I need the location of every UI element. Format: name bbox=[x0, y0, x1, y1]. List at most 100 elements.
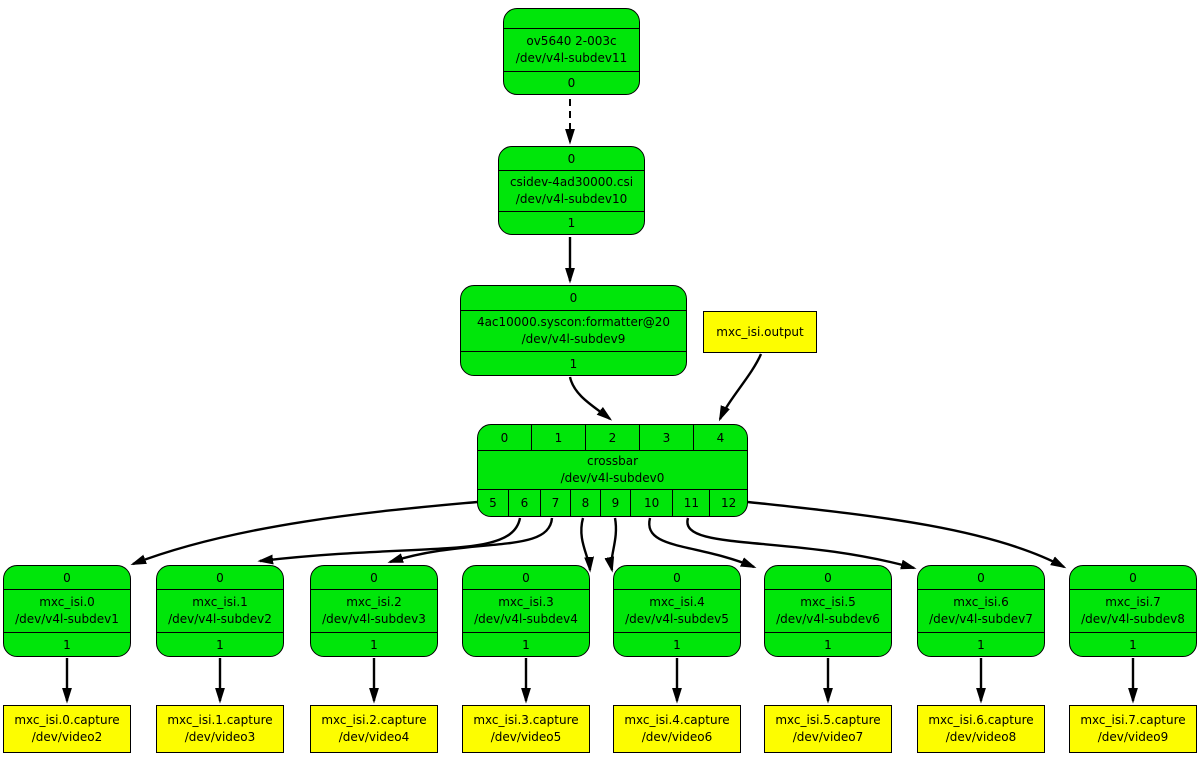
pad-cell-1: 1 bbox=[216, 637, 224, 652]
entity-node-mxc-isi-0: 0 mxc_isi.0 /dev/v4l-subdev1 1 bbox=[3, 565, 131, 657]
entity-node-mxc-isi-4: 0 mxc_isi.4 /dev/v4l-subdev5 1 bbox=[613, 565, 741, 657]
link-crossbar-7-to-isi2 bbox=[390, 517, 554, 564]
device-name: mxc_isi.1.capture bbox=[167, 713, 273, 728]
pad-cell-4: 4 bbox=[716, 430, 725, 445]
entity-label: csidev-4ad30000.csi /dev/v4l-subdev10 bbox=[499, 171, 644, 211]
device-node-capture-0: mxc_isi.0.capture /dev/video2 bbox=[3, 705, 131, 753]
device-path: /dev/video6 bbox=[641, 730, 713, 744]
entity-label: ov5640 2-003c /dev/v4l-subdev11 bbox=[504, 29, 639, 71]
pad-row-sink: 0 bbox=[157, 566, 283, 590]
pad-cell-1: 1 bbox=[567, 216, 576, 230]
device-name: mxc_isi.0.capture bbox=[14, 713, 120, 728]
entity-label: mxc_isi.4 /dev/v4l-subdev5 bbox=[614, 590, 740, 632]
pad-row-source: 1 bbox=[463, 632, 589, 656]
pad-row-sink: 0 bbox=[614, 566, 740, 590]
pad-row-sources: 5 6 7 8 9 10 11 12 bbox=[478, 489, 747, 516]
entity-label: mxc_isi.0 /dev/v4l-subdev1 bbox=[4, 590, 130, 632]
link-crossbar-5-to-isi0 bbox=[133, 500, 478, 566]
pad-cell-10: 10 bbox=[631, 490, 674, 516]
pad-cell-0: 0 bbox=[977, 570, 985, 585]
device-name: mxc_isi.5.capture bbox=[775, 713, 881, 728]
pad-cell-2: 2 bbox=[586, 425, 640, 450]
device-path: /dev/video5 bbox=[490, 730, 562, 744]
device-path: /dev/video2 bbox=[31, 730, 103, 744]
pad-row-sink: 0 bbox=[1070, 566, 1196, 590]
pad-cell-1: 1 bbox=[569, 356, 578, 371]
pad-row-source: 1 bbox=[1070, 632, 1196, 656]
entity-label: mxc_isi.6 /dev/v4l-subdev7 bbox=[918, 590, 1044, 632]
entity-device: /dev/v4l-subdev11 bbox=[515, 51, 628, 65]
entity-node-mxc-isi-6: 0 mxc_isi.6 /dev/v4l-subdev7 1 bbox=[917, 565, 1045, 657]
link-crossbar-9-to-isi4 bbox=[611, 517, 618, 570]
device-name: mxc_isi.2.capture bbox=[321, 713, 427, 728]
link-crossbar-6-to-isi1 bbox=[260, 517, 522, 561]
entity-device: /dev/v4l-subdev2 bbox=[168, 612, 272, 626]
entity-name: ov5640 2-003c bbox=[526, 34, 617, 49]
entity-node-ov5640: ov5640 2-003c /dev/v4l-subdev11 0 bbox=[503, 8, 640, 95]
entity-name: crossbar bbox=[586, 454, 639, 469]
pad-row-source: 1 bbox=[461, 351, 686, 375]
entity-name: mxc_isi.6 bbox=[953, 595, 1009, 610]
device-node-capture-1: mxc_isi.1.capture /dev/video3 bbox=[156, 705, 284, 753]
pad-cell-0: 0 bbox=[370, 570, 378, 585]
link-formatter-to-crossbar-pad2 bbox=[568, 376, 610, 419]
entity-device: /dev/v4l-subdev3 bbox=[322, 612, 426, 626]
device-node-capture-7: mxc_isi.7.capture /dev/video9 bbox=[1069, 705, 1197, 753]
pad-cell-1: 1 bbox=[977, 637, 985, 652]
pad-cell-0: 0 bbox=[1129, 570, 1137, 585]
entity-device: /dev/v4l-subdev0 bbox=[560, 471, 665, 485]
device-path: /dev/video8 bbox=[945, 730, 1017, 744]
entity-label: mxc_isi.5 /dev/v4l-subdev6 bbox=[765, 590, 891, 632]
device-path: /dev/video4 bbox=[338, 730, 410, 744]
pad-cell-1: 1 bbox=[370, 637, 378, 652]
entity-device: /dev/v4l-subdev1 bbox=[15, 612, 119, 626]
pad-row-sinks: 0 1 2 3 4 bbox=[478, 425, 747, 451]
device-name: mxc_isi.7.capture bbox=[1080, 713, 1186, 728]
link-crossbar-10-to-isi5 bbox=[648, 517, 754, 569]
device-path: /dev/video7 bbox=[792, 730, 864, 744]
pad-row-source: 1 bbox=[918, 632, 1044, 656]
device-node-capture-2: mxc_isi.2.capture /dev/video4 bbox=[310, 705, 438, 753]
pad-cell-3: 3 bbox=[640, 425, 694, 450]
entity-device: /dev/v4l-subdev9 bbox=[521, 332, 626, 346]
pad-cell-9: 9 bbox=[601, 490, 631, 516]
pad-cell-1: 1 bbox=[522, 637, 530, 652]
entity-name: mxc_isi.3 bbox=[498, 595, 554, 610]
entity-device: /dev/v4l-subdev5 bbox=[625, 612, 729, 626]
pad-cell-1: 1 bbox=[673, 637, 681, 652]
pad-row-source: 1 bbox=[499, 211, 644, 234]
entity-label: crossbar /dev/v4l-subdev0 bbox=[478, 451, 747, 489]
pad-cell-0: 0 bbox=[216, 570, 224, 585]
pad-cell-1: 1 bbox=[824, 637, 832, 652]
pad-row-sink: 0 bbox=[463, 566, 589, 590]
entity-label: 4ac10000.syscon:formatter@20 /dev/v4l-su… bbox=[461, 311, 686, 351]
pad-cell-0: 0 bbox=[824, 570, 832, 585]
device-name: mxc_isi.6.capture bbox=[928, 713, 1034, 728]
entity-name: mxc_isi.2 bbox=[346, 595, 402, 610]
link-crossbar-11-to-isi6 bbox=[686, 517, 914, 568]
entity-device: /dev/v4l-subdev7 bbox=[929, 612, 1033, 626]
entity-node-mxc-isi-1: 0 mxc_isi.1 /dev/v4l-subdev2 1 bbox=[156, 565, 284, 657]
entity-node-mxc-isi-7: 0 mxc_isi.7 /dev/v4l-subdev8 1 bbox=[1069, 565, 1197, 657]
pad-cell-7: 7 bbox=[541, 490, 571, 516]
entity-device: /dev/v4l-subdev4 bbox=[474, 612, 578, 626]
pad-row-sink: 0 bbox=[4, 566, 130, 590]
entity-name: mxc_isi.7 bbox=[1105, 595, 1161, 610]
entity-label: mxc_isi.3 /dev/v4l-subdev4 bbox=[463, 590, 589, 632]
entity-name: mxc_isi.5 bbox=[800, 595, 856, 610]
device-path: /dev/video9 bbox=[1097, 730, 1169, 744]
entity-device: /dev/v4l-subdev8 bbox=[1081, 612, 1185, 626]
device-name: mxc_isi.output bbox=[716, 324, 804, 339]
pad-cell-8: 8 bbox=[571, 490, 601, 516]
link-crossbar-8-to-isi3 bbox=[580, 517, 590, 570]
entity-name: mxc_isi.0 bbox=[39, 595, 95, 610]
pad-row-sink: 0 bbox=[499, 147, 644, 171]
pad-row-source: 0 bbox=[504, 71, 639, 94]
device-path: /dev/video3 bbox=[184, 730, 256, 744]
link-crossbar-12-to-isi7 bbox=[747, 500, 1064, 567]
entity-label: mxc_isi.1 /dev/v4l-subdev2 bbox=[157, 590, 283, 632]
pad-row-empty bbox=[504, 9, 639, 29]
pad-row-sink: 0 bbox=[765, 566, 891, 590]
